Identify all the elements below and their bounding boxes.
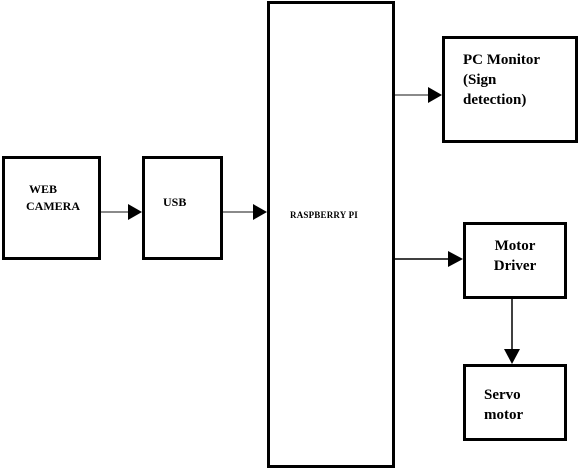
pc-monitor-label: PC Monitor (Sign detection) [463, 50, 540, 110]
usb-label: USB [163, 195, 187, 209]
motor-driver-label: Motor Driver [466, 236, 564, 276]
usb-block: USB [142, 156, 223, 260]
web-camera-label-line-1: WEB [29, 182, 58, 196]
arrow-webcam-to-usb-head [128, 204, 142, 220]
arrow-usb-to-raspberry-pi-head [253, 204, 267, 220]
servo-motor-label-line-1: Servo [484, 387, 521, 403]
pc-monitor-label-line-1: PC Monitor [463, 52, 541, 68]
raspberry-pi-block: RASPBERRY PI [267, 1, 395, 468]
pc-monitor-label-line-3: detection) [463, 92, 527, 108]
web-camera-label: WEB CAMERA [26, 181, 80, 215]
motor-driver-block: Motor Driver [463, 222, 567, 299]
arrow-raspberry-pi-to-pc-monitor [394, 87, 442, 103]
servo-motor-label: Servo motor [484, 385, 523, 425]
arrow-motor-driver-to-servo-motor [504, 299, 520, 364]
servo-motor-block: Servo motor [463, 364, 567, 441]
pc-monitor-label-line-2: (Sign [463, 72, 497, 88]
web-camera-block: WEB CAMERA [2, 156, 101, 260]
arrow-raspberry-pi-to-pc-monitor-head [428, 87, 442, 103]
arrow-raspberry-pi-to-motor-driver-head [448, 251, 463, 267]
web-camera-label-line-2: CAMERA [26, 199, 80, 213]
arrow-motor-driver-to-servo-motor-head [504, 349, 520, 364]
arrow-raspberry-pi-to-motor-driver [394, 251, 463, 267]
arrow-webcam-to-usb [101, 204, 142, 220]
servo-motor-label-line-2: motor [484, 407, 524, 423]
pc-monitor-block: PC Monitor (Sign detection) [442, 36, 578, 143]
motor-driver-label-line-1: Motor [494, 238, 536, 254]
raspberry-pi-label: RASPBERRY PI [290, 210, 359, 220]
motor-driver-label-line-2: Driver [493, 258, 537, 274]
arrow-usb-to-raspberry-pi [223, 204, 267, 220]
